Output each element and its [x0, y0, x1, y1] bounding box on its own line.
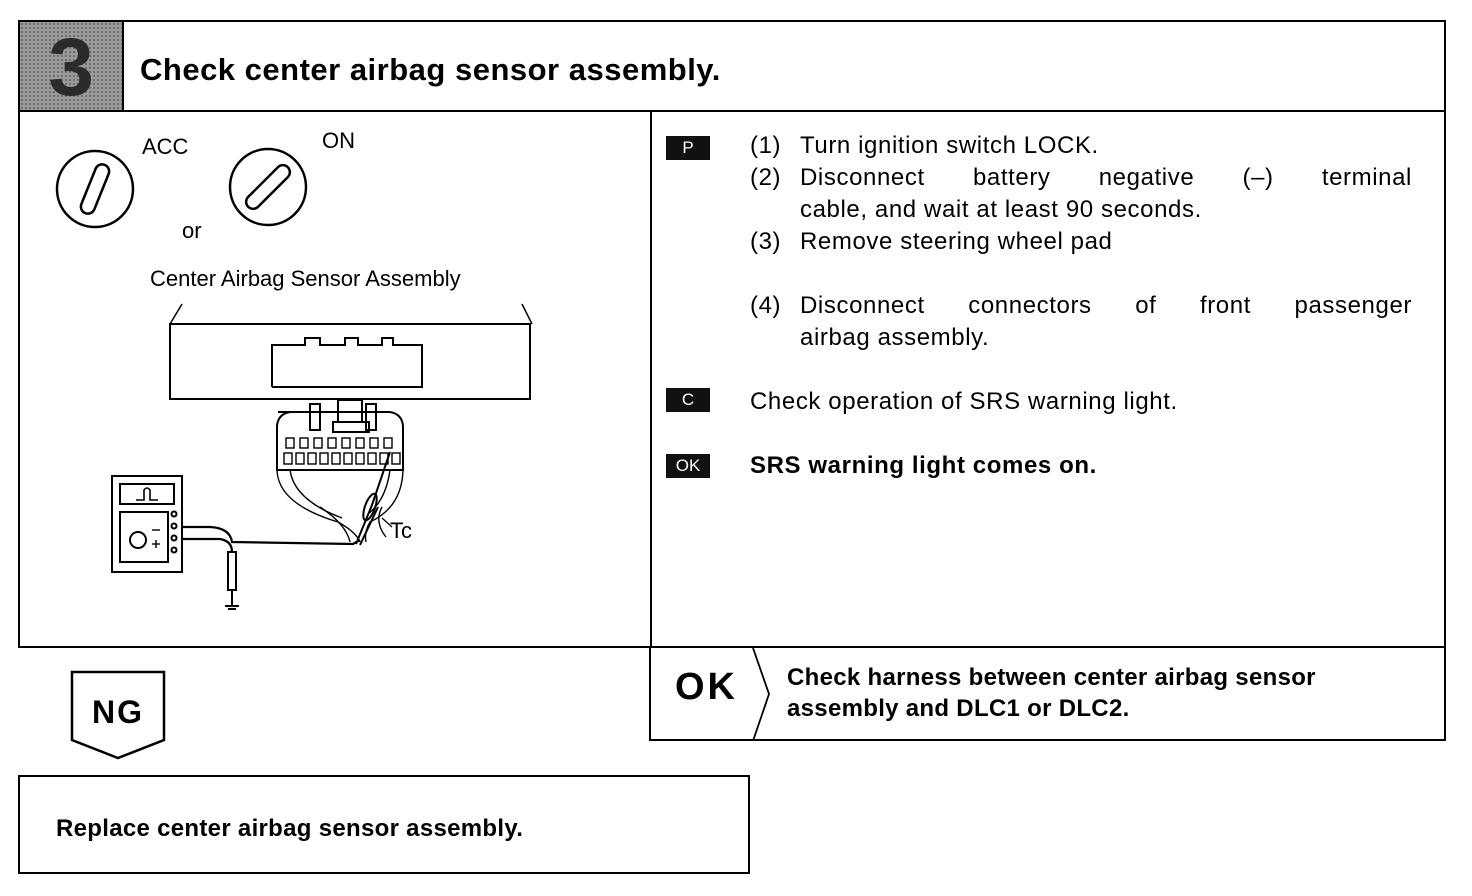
step-number-tile	[20, 22, 124, 110]
prep-tag: P	[666, 136, 710, 160]
check-text: Check operation of SRS warning light.	[750, 388, 1178, 415]
column-divider	[650, 112, 652, 648]
step-1-text: Turn ignition switch LOCK.	[800, 132, 1099, 159]
ok-result-tag: OK	[666, 454, 710, 478]
step-3-number: (3)	[750, 228, 782, 255]
ng-branch-label: NG	[92, 694, 144, 730]
ignition-switch-on-icon	[228, 147, 308, 227]
ignition-switch-acc-icon	[55, 149, 135, 229]
wire-harness	[276, 469, 404, 543]
step-2-text: Disconnect battery negative (–) terminal	[800, 164, 1412, 191]
test-lead	[182, 525, 361, 546]
connector-icon	[276, 399, 404, 471]
step-4-text: Disconnect connectors of front passenger	[800, 292, 1412, 319]
step-4-text-cont: airbag assembly.	[800, 324, 990, 351]
acc-label: ACC	[142, 134, 189, 159]
wiring-diagram	[55, 147, 533, 610]
step-4-number: (4)	[750, 292, 782, 319]
content-panel: ACC ON or Center Airbag Sensor Assembly …	[18, 110, 1446, 648]
ok-branch-label: OK	[675, 666, 738, 708]
or-label: or	[182, 218, 202, 243]
ground-icon	[225, 551, 239, 610]
voltmeter-icon	[111, 475, 183, 573]
ok-result-text: SRS warning light comes on.	[750, 452, 1097, 479]
check-tag: C	[666, 388, 710, 412]
ok-chevron-icon	[752, 648, 770, 741]
ng-arrow-icon	[70, 670, 166, 760]
step-header: 3 Check center airbag sensor assembly.	[18, 20, 1446, 113]
step-2-number: (2)	[750, 164, 782, 191]
center-airbag-sensor-housing	[169, 303, 533, 400]
ok-branch-box: OK Check harness between center airbag s…	[649, 646, 1446, 741]
ng-branch-text: Replace center airbag sensor assembly.	[56, 815, 524, 842]
step-number: 3	[48, 22, 94, 113]
probe-icon	[355, 451, 391, 546]
tc-terminal-label: Tc	[390, 518, 412, 543]
step-3-text: Remove steering wheel pad	[800, 228, 1113, 255]
assembly-label: Center Airbag Sensor Assembly	[150, 266, 461, 291]
step-2-text-cont: cable, and wait at least 90 seconds.	[800, 196, 1202, 223]
ng-branch-box: Replace center airbag sensor assembly.	[18, 775, 750, 874]
step-title: Check center airbag sensor assembly.	[140, 52, 721, 87]
on-label: ON	[322, 128, 355, 153]
step-1-number: (1)	[750, 132, 782, 159]
ok-branch-text: Check harness between center airbag sens…	[787, 664, 1316, 722]
